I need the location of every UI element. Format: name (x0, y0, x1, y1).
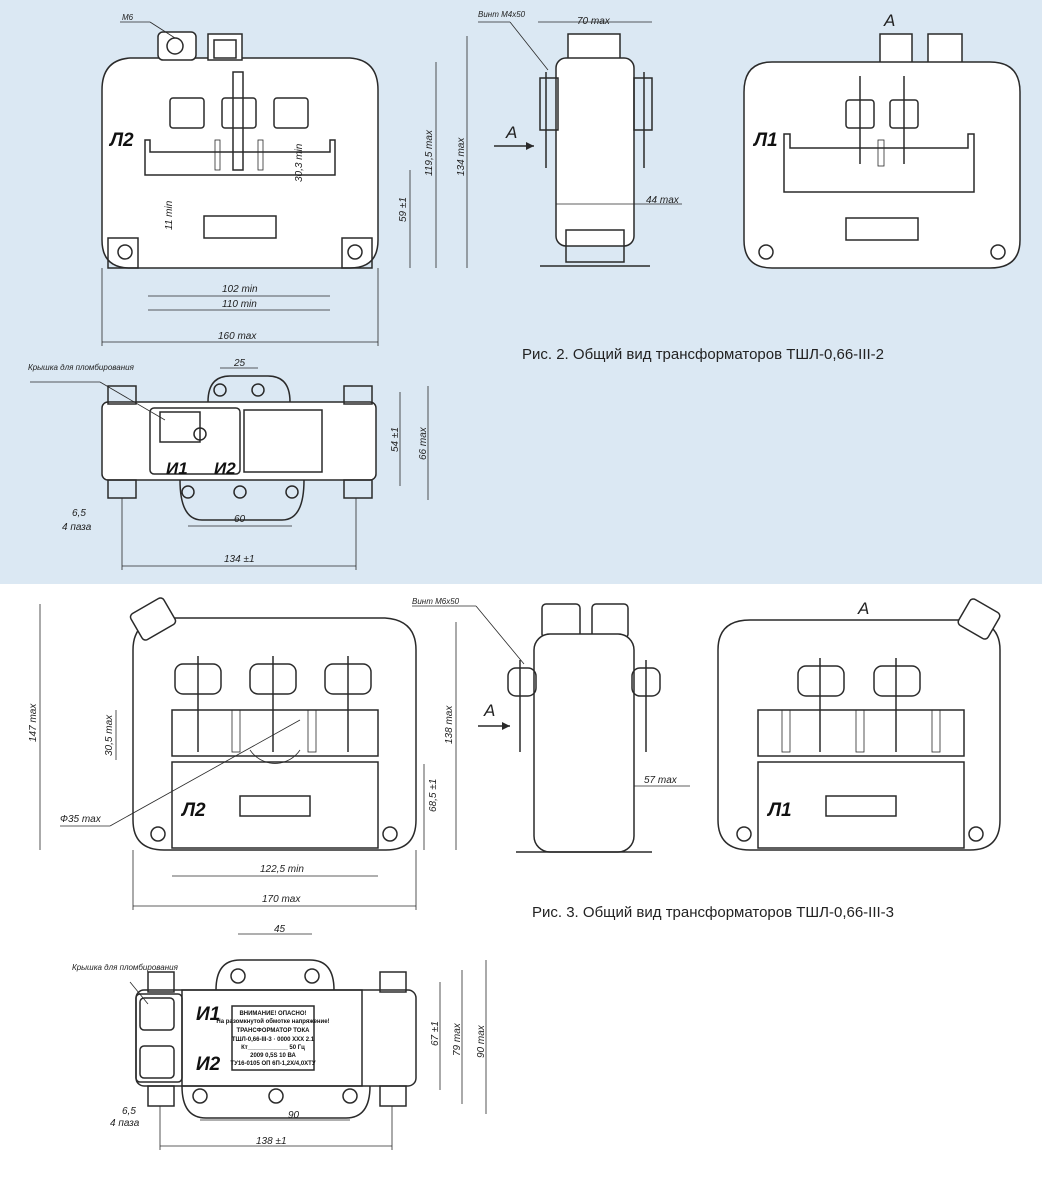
figure-3-drawing (0, 584, 1042, 1191)
figure-2-panel (0, 0, 1042, 584)
figure-2-drawing (0, 0, 1042, 584)
fig3-bottom-view (129, 933, 487, 1150)
fig3-side-view (412, 603, 690, 853)
figure-3-panel (0, 584, 1042, 1191)
fig3-right-view (717, 598, 1001, 851)
fig2-bottom-view (30, 367, 429, 570)
fig2-right-view (743, 33, 1021, 269)
fig3-front-view (39, 597, 457, 910)
fig2-side-view (478, 21, 682, 267)
fig2-front-view (101, 21, 468, 346)
